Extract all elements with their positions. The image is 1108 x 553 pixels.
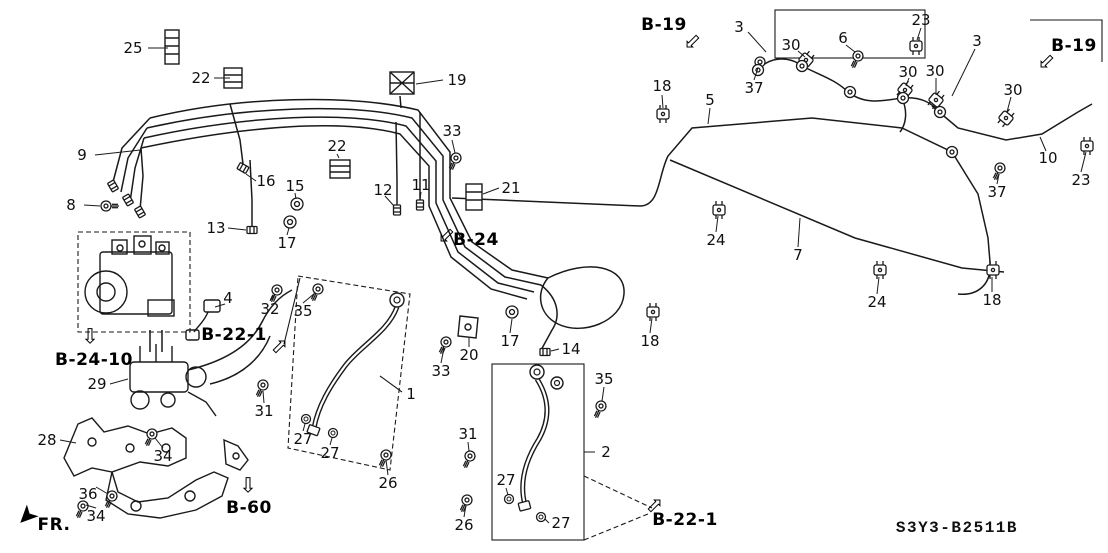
callout-37: 37 [744,79,764,97]
callout-30: 30 [898,63,918,81]
callout-25: 25 [123,39,143,57]
ref-b-60: B-60 [226,498,272,518]
callout-14: 14 [561,340,581,358]
callout-27: 27 [320,444,340,462]
fasteners [72,36,1094,521]
leader-lines [59,27,1087,524]
callout-37: 37 [987,183,1007,201]
proportioning-valve [129,344,217,417]
callout-13: 13 [206,219,226,237]
callout-17: 17 [500,332,520,350]
callout-18: 18 [640,332,660,350]
callout-21: 21 [501,179,521,197]
ref-b-19: B-19 [1051,36,1097,56]
callout-36: 36 [78,485,98,503]
callout-24: 24 [706,231,726,249]
callout-31: 31 [458,425,478,443]
callout-34: 34 [153,447,173,465]
brake-hose-2 [503,364,564,523]
callout-33: 33 [442,122,462,140]
ref-arrow-s: ⇨ [236,476,261,494]
ref-b-24-10: B-24-10 [55,350,133,370]
callout-27: 27 [551,514,571,532]
callout-2: 2 [601,443,611,461]
callout-28: 28 [37,431,57,449]
callout-17: 17 [277,234,297,252]
callout-19: 19 [447,71,467,89]
callout-15: 15 [285,177,305,195]
ref-b-22-1: B-22-1 [201,325,267,345]
callout-16: 16 [256,172,276,190]
callout-10: 10 [1038,149,1058,167]
ref-arrow-s: ⇨ [78,327,103,345]
callout-34: 34 [86,507,106,525]
ref-b-22-1: B-22-1 [652,510,718,530]
callout-1: 1 [406,385,416,403]
callout-29: 29 [87,375,107,393]
callout-3: 3 [734,18,744,36]
callout-35: 35 [594,370,614,388]
reference-boxes [77,9,1103,541]
ref-fr.: FR. [37,515,71,535]
callout-22: 22 [327,137,347,155]
callout-33: 33 [431,362,451,380]
callout-30: 30 [1003,81,1023,99]
callout-30: 30 [925,62,945,80]
callout-12: 12 [373,181,393,199]
callout-26: 26 [454,516,474,534]
callout-32: 32 [260,300,280,318]
callout-22: 22 [191,69,211,87]
ref-b-24: B-24 [453,230,499,250]
callout-23: 23 [1071,171,1091,189]
callout-27: 27 [496,471,516,489]
callout-8: 8 [66,196,76,214]
callout-35: 35 [293,302,313,320]
callout-24: 24 [867,293,887,311]
callout-27: 27 [293,430,313,448]
callout-23: 23 [911,11,931,29]
callout-26: 26 [378,474,398,492]
callout-18: 18 [982,291,1002,309]
ref-b-19: B-19 [641,15,687,35]
callout-7: 7 [793,246,803,264]
callout-4: 4 [223,289,233,307]
diagram-part-code: S3Y3-B2511B [895,519,1018,537]
callout-6: 6 [838,29,848,47]
mounting-bracket [63,417,249,519]
callout-31: 31 [254,402,274,420]
callout-5: 5 [705,91,715,109]
brake-hose-1 [300,292,405,439]
callout-18: 18 [652,77,672,95]
pipe-lines [112,58,1093,385]
junction-blocks [164,29,483,341]
callout-20: 20 [459,346,479,364]
callout-11: 11 [411,176,431,194]
callout-9: 9 [77,146,87,164]
callout-30: 30 [781,36,801,54]
callout-3: 3 [972,32,982,50]
abs-modulator [84,235,175,317]
